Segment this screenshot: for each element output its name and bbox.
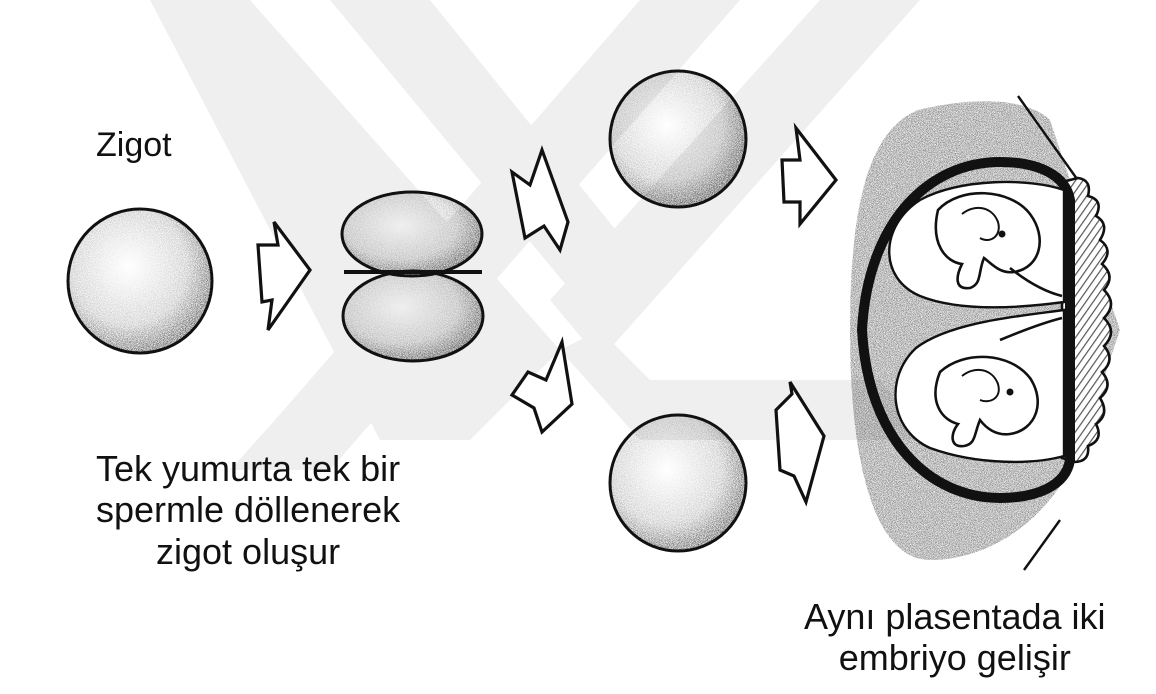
caption-fertilization: Tek yumurta tek bir spermle döllenerek z… (96, 448, 400, 572)
arrow-icon (774, 381, 826, 507)
arrow-icon (256, 221, 312, 331)
split-cell-upper (608, 69, 748, 209)
label-zigot: Zigot (96, 126, 172, 164)
caption-line: Aynı plasentada iki (804, 596, 1106, 637)
caption-line: embriyo gelişir (838, 637, 1071, 679)
zygote-cell (66, 207, 214, 355)
caption-line: Tek yumurta tek bir (96, 448, 401, 489)
caption-twin-embryos: Aynı plasentada iki embriyo gelişir (804, 596, 1106, 679)
caption-line: spermle döllenerek (96, 489, 401, 531)
arrow-icon (509, 336, 574, 435)
split-cell-lower (608, 413, 748, 553)
caption-line: zigot oluşur (156, 530, 341, 572)
arrow-icon (509, 145, 570, 254)
arrow-icon (780, 122, 839, 229)
uterus-with-twin-embryos (850, 95, 1120, 571)
two-cell-stage (340, 190, 485, 363)
